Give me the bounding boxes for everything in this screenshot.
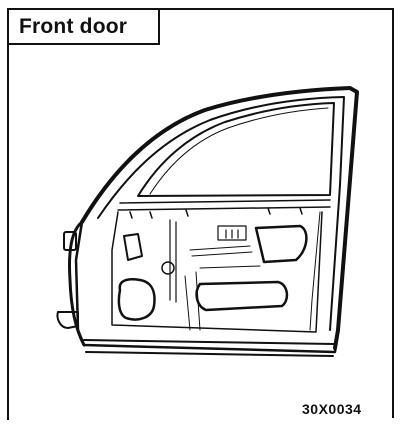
door-panel-outline [74, 220, 340, 354]
hinge-edge [68, 220, 86, 347]
door-bottom-sill [83, 339, 335, 357]
rear-edge-detail [309, 211, 321, 331]
window-opening [137, 102, 335, 197]
lower-hinge-icon [56, 311, 79, 329]
belt-line [117, 199, 331, 211]
panel-clip-row [129, 207, 303, 219]
figure-code: 30X0034 [302, 401, 362, 417]
window-inner-edge [149, 107, 329, 195]
upper-hinge-icon [63, 231, 77, 251]
figure-frame [7, 8, 394, 420]
rod-linkage [189, 245, 261, 269]
page-title: Front door [19, 14, 128, 38]
speaker-hole [117, 278, 156, 321]
lower-long-hole [195, 280, 289, 312]
regulator-rail [169, 219, 177, 303]
upper-left-hole [123, 233, 143, 261]
title-box: Front door [7, 8, 160, 45]
regulator-pivot [161, 261, 175, 275]
inner-panel [111, 211, 323, 333]
frame-right-border [392, 8, 394, 418]
center-brace [184, 271, 201, 331]
door-window-frame-inner [97, 96, 345, 331]
latch-bracket [217, 225, 247, 241]
latch-marks [225, 229, 239, 239]
door-window-frame-outer [80, 86, 359, 350]
upper-right-hole [254, 224, 308, 264]
